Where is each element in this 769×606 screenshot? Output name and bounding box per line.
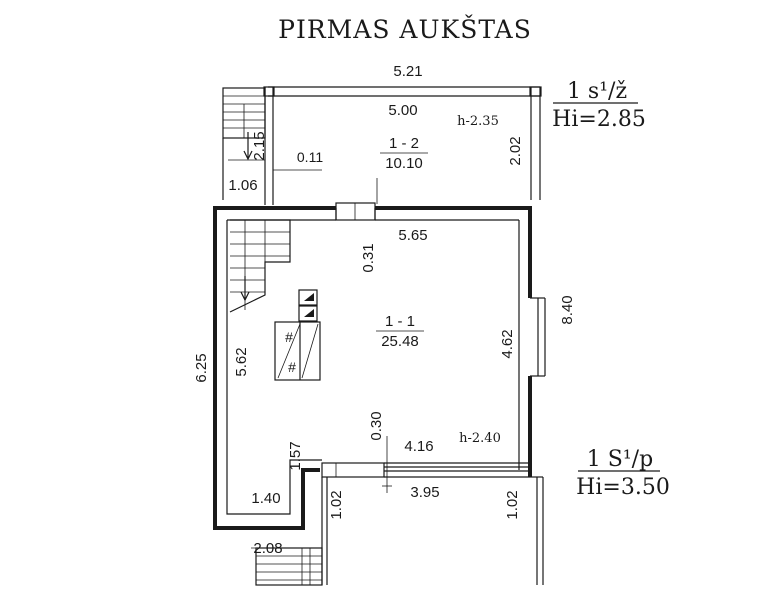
dim-main-width: 5.65 xyxy=(398,227,427,244)
door-bottom xyxy=(321,462,530,478)
dim-left-outer: 6.25 xyxy=(193,353,210,382)
dim-room12-width: 5.00 xyxy=(388,102,417,119)
annotation-upper-code: 1 s¹/ž xyxy=(567,79,627,104)
dim-niche-height: 1.57 xyxy=(287,441,304,470)
height-room-1-2: h-2.35 xyxy=(457,114,499,129)
room-area: 10.10 xyxy=(385,155,423,172)
dim-stair-top: 2.15 xyxy=(251,131,268,160)
dim-niche-width: 1.40 xyxy=(251,490,280,507)
dim-stair-bottom: 2.08 xyxy=(253,540,282,557)
dim-door-bottom: 0.30 xyxy=(368,411,385,440)
dim-bottom-width: 3.95 xyxy=(410,484,439,501)
dim-left-inner: 5.62 xyxy=(233,347,250,376)
room-area: 25.48 xyxy=(381,333,419,350)
room-1-2-walls xyxy=(263,86,542,205)
room-label-1-1: 1 - 1 25.48 xyxy=(376,313,424,350)
dim-top-width: 5.21 xyxy=(393,63,422,80)
room-number: 1 - 1 xyxy=(385,313,415,330)
svg-text:#: # xyxy=(285,329,293,345)
stair-top-left xyxy=(222,87,266,200)
annotation-lower-height: Hi=3.50 xyxy=(576,475,670,500)
height-room-1-1: h-2.40 xyxy=(459,431,501,446)
room-1-1-walls xyxy=(213,206,546,530)
annotation-upper-height: Hi=2.85 xyxy=(552,107,646,132)
dim-door-top: 0.31 xyxy=(360,243,377,272)
dim-step-offset: 0.11 xyxy=(297,149,323,165)
dim-terrace-right: 1.02 xyxy=(504,490,521,519)
stair-internal xyxy=(229,219,291,313)
annotation-lower: 1 S¹/p Hi=3.50 xyxy=(576,447,670,500)
room-label-1-2: 1 - 2 10.10 xyxy=(380,135,428,172)
dimension-lines xyxy=(228,159,392,549)
annotation-upper: 1 s¹/ž Hi=2.85 xyxy=(552,79,646,132)
room-number: 1 - 2 xyxy=(389,135,419,152)
terrace xyxy=(321,476,544,585)
dim-bottom-inner: 4.16 xyxy=(404,438,433,455)
dimension-labels: 5.21 5.00 2.02 2.15 0.11 1.06 5.65 0.31 … xyxy=(193,63,576,557)
dim-terrace-left: 1.02 xyxy=(328,490,345,519)
annotation-lower-code: 1 S¹/p xyxy=(587,447,653,472)
dim-right-outer: 8.40 xyxy=(559,295,576,324)
dim-stair-top-width: 1.06 xyxy=(228,177,257,194)
dim-room12-right: 2.02 xyxy=(507,136,524,165)
kitchen-block: # # xyxy=(274,289,321,381)
door-top xyxy=(335,202,376,221)
page-title: PIRMAS AUKŠTAS xyxy=(278,15,532,44)
dim-right-inner: 4.62 xyxy=(499,329,516,358)
svg-text:#: # xyxy=(288,359,296,375)
